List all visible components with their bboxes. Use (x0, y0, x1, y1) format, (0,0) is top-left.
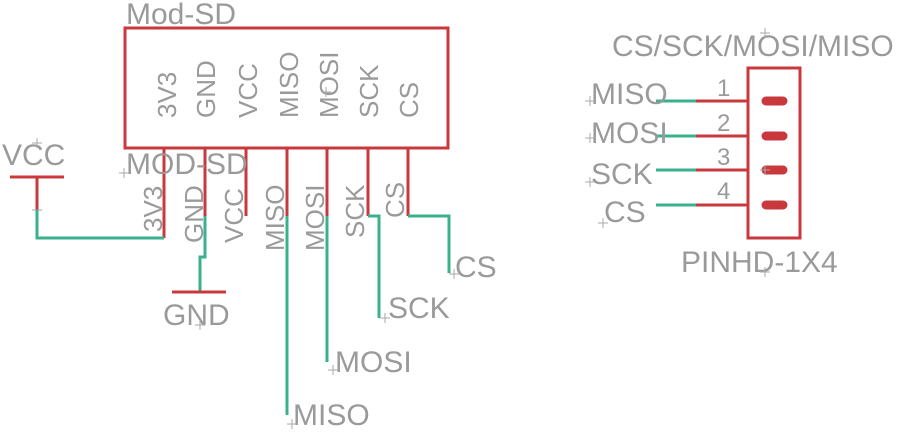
net-label-miso: MISO (293, 399, 370, 432)
header-net-label-miso: MISO (591, 78, 668, 111)
mod-sd-pin-label-miso: MISO (274, 52, 304, 118)
mod-sd-ext-label-vcc: VCC (219, 188, 249, 243)
vcc-supply-symbol[interactable]: VCC (2, 138, 65, 211)
net-label-cs: CS (455, 251, 497, 284)
header-net-label-cs: CS (604, 196, 646, 229)
header-pin-number-2: 2 (717, 110, 730, 137)
mod-sd-ext-label-cs: CS (380, 182, 410, 218)
mod-sd-name: Mod-SD (126, 0, 236, 31)
mod-sd-pin-label-sck: SCK (354, 64, 384, 118)
header-pin-number-4: 4 (717, 178, 730, 205)
mod-sd-ext-label-sck: SCK (340, 184, 370, 238)
mod-sd-ext-label-3v3: 3V3 (138, 186, 168, 232)
mod-sd-pin-label-cs: CS (394, 82, 424, 118)
net-label-sck: SCK (388, 292, 450, 325)
gnd-symbol[interactable]: GND (163, 290, 230, 332)
wire-gnd[interactable] (198, 216, 207, 292)
vcc-supply-label: VCC (2, 139, 65, 172)
mod-sd-symbol[interactable]: Mod-SD 3V3 GND VCC MISO MOSI SCK CS 3V3 … (119, 0, 450, 251)
wire-cs[interactable] (408, 214, 451, 273)
header-net-label-mosi: MOSI (591, 117, 668, 150)
wire-vcc-3v3[interactable] (35, 210, 164, 240)
wire-sck[interactable] (368, 214, 381, 318)
mod-sd-ext-label-miso: MISO (260, 185, 290, 251)
mod-sd-pin-label-mosi: MOSI (314, 52, 344, 118)
mod-sd-pin-label-3v3: 3V3 (152, 72, 182, 118)
header-pin-number-1: 1 (717, 75, 730, 102)
header-body (746, 66, 802, 240)
gnd-label: GND (163, 299, 230, 332)
mod-sd-value: MOD-SD (126, 148, 248, 181)
mod-sd-pin-label-vcc: VCC (233, 63, 263, 118)
header-value: PINHD-1X4 (681, 246, 838, 279)
mod-sd-ext-label-mosi: MOSI (300, 185, 330, 251)
mod-sd-pin-label-gnd: GND (191, 60, 221, 118)
pin-header-symbol[interactable]: CS/SCK/MOSI/MISO 1 2 3 4 PINHD-1X4 (612, 28, 894, 279)
net-label-mosi: MOSI (335, 346, 412, 379)
header-pin-number-3: 3 (717, 144, 730, 171)
header-name: CS/SCK/MOSI/MISO (612, 30, 894, 63)
header-net-label-sck: SCK (591, 158, 653, 191)
